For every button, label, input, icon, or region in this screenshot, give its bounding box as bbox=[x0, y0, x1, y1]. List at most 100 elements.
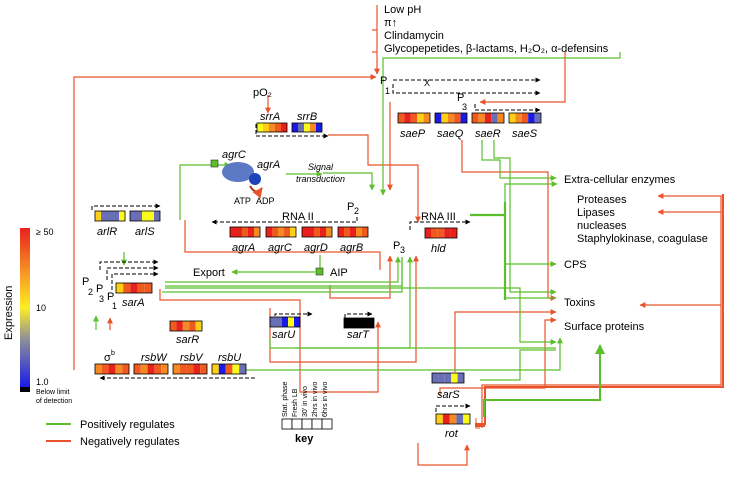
legend-negative-label: Negatively regulates bbox=[80, 436, 180, 448]
heat-cell-hld-3 bbox=[437, 228, 445, 238]
heatmap-srrb bbox=[291, 122, 323, 133]
heat-cell-hld-2 bbox=[431, 228, 438, 238]
srra-label: srrA bbox=[260, 111, 280, 123]
promoter-p2-sar: P bbox=[82, 276, 89, 288]
heat-cell-agrB-5 bbox=[362, 227, 368, 237]
rsbw-label: rsbW bbox=[141, 352, 168, 364]
promoter-p1-sar-sub: 1 bbox=[112, 301, 117, 311]
heat-cell-saeQ-4 bbox=[454, 113, 461, 123]
promoter-p1-sae-sub: 1 bbox=[385, 86, 390, 96]
agrb-gene-label: agrB bbox=[340, 242, 363, 254]
heat-cell-agrD-1 bbox=[302, 227, 308, 237]
heat-cell-agrD-4 bbox=[320, 227, 326, 237]
heat-cell-saeP-4 bbox=[417, 113, 424, 123]
export-label: Export bbox=[193, 267, 225, 279]
heat-cell-arlS-2 bbox=[136, 211, 142, 221]
sarr-label: sarR bbox=[176, 334, 199, 346]
phosphorylation-arrow bbox=[249, 185, 263, 199]
adp-label: ADP bbox=[256, 196, 275, 206]
heat-cell-rsbV-5 bbox=[200, 364, 207, 374]
heat-cell-sarA-4 bbox=[137, 283, 145, 293]
heat-cell-sarR-4 bbox=[189, 321, 196, 331]
heat-cell-agrB-4 bbox=[356, 227, 362, 237]
heat-cell-sarA-3 bbox=[130, 283, 138, 293]
heat-cell-agrB-3 bbox=[350, 227, 356, 237]
agrc-gene-label: agrC bbox=[268, 242, 292, 254]
heatmap-arlr bbox=[94, 210, 126, 222]
key-col-2: Fresh LB bbox=[292, 388, 299, 417]
key-col-4: 2hrs in vivo bbox=[312, 381, 319, 417]
heatmap-sigb bbox=[94, 363, 130, 375]
heat-cell-arlS-3 bbox=[142, 211, 148, 221]
heat-cell-rot-5 bbox=[463, 414, 470, 424]
heat-cell-rot-1 bbox=[436, 414, 443, 424]
heat-cell-arlS-4 bbox=[148, 211, 154, 221]
heat-cell-sigb-4 bbox=[115, 364, 123, 374]
key-box-4 bbox=[311, 418, 323, 430]
heatmap-agrd bbox=[301, 226, 333, 238]
heat-cell-srrA-2 bbox=[263, 123, 269, 132]
heatmap-saep bbox=[397, 112, 431, 124]
heat-cell-rsbV-2 bbox=[179, 364, 187, 374]
heatmap-saeq bbox=[434, 112, 468, 124]
key-col-5: 6hrs in vivo bbox=[322, 381, 329, 417]
scale-below-line2: of detection bbox=[36, 398, 72, 405]
heat-border-saeS bbox=[508, 112, 542, 124]
scale-mid-label: 10 bbox=[36, 303, 46, 313]
output-cps: CPS bbox=[564, 259, 587, 271]
heat-cell-rsbU-1 bbox=[212, 364, 219, 374]
atp-label: ATP bbox=[234, 196, 251, 206]
promoter-p2-agr: P bbox=[347, 201, 354, 213]
heat-cell-agrD-2 bbox=[308, 227, 314, 237]
heat-cell-rsbW-5 bbox=[161, 364, 168, 374]
promoter-p3-sar-sub: 3 bbox=[99, 294, 104, 304]
heat-border-arlS bbox=[129, 210, 161, 222]
output-surface-proteins: Surface proteins bbox=[564, 321, 645, 333]
saru-label: sarU bbox=[272, 329, 295, 341]
heat-cell-srrB-2 bbox=[298, 123, 304, 132]
heat-cell-agrD-5 bbox=[326, 227, 332, 237]
heat-cell-sarU-4 bbox=[288, 317, 294, 327]
heat-cell-rot-2 bbox=[442, 414, 450, 424]
promoter-p3-sae: P bbox=[457, 92, 464, 104]
heatmap-arls bbox=[129, 210, 161, 222]
heat-border-sigb bbox=[94, 363, 130, 375]
arlr-label: arlR bbox=[97, 226, 117, 238]
heat-cell-agrA-1 bbox=[230, 227, 236, 237]
heat-cell-sarA-5 bbox=[144, 283, 152, 293]
heat-cell-sarU-5 bbox=[294, 317, 300, 327]
rna2-label: RNA II bbox=[282, 211, 314, 223]
scale-below-line1: Below limit bbox=[36, 389, 70, 396]
heat-cell-sarT-3 bbox=[356, 318, 362, 328]
heat-cell-srrB-5 bbox=[316, 123, 322, 132]
arls-label: arlS bbox=[135, 226, 155, 238]
heat-cell-sigb-5 bbox=[122, 364, 129, 374]
heat-border-agrA bbox=[229, 226, 261, 238]
heat-cell-arlR-3 bbox=[107, 211, 113, 221]
heat-cell-saeR-2 bbox=[478, 113, 485, 123]
heat-cell-srrA-3 bbox=[269, 123, 275, 132]
heat-cell-rsbU-4 bbox=[232, 364, 240, 374]
heatmap-rot bbox=[435, 413, 471, 425]
expression-scale-bar bbox=[20, 228, 30, 387]
heat-cell-saeS-2 bbox=[515, 113, 522, 123]
heat-cell-hld-4 bbox=[444, 228, 451, 238]
heatmap-agra bbox=[229, 226, 261, 238]
heat-cell-agrC-2 bbox=[272, 227, 278, 237]
heat-cell-rsbW-2 bbox=[140, 364, 148, 374]
heat-cell-hld-5 bbox=[450, 228, 457, 238]
heatmap-rsbw bbox=[133, 363, 169, 375]
heat-cell-rot-4 bbox=[456, 414, 464, 424]
heat-cell-arlR-5 bbox=[119, 211, 125, 221]
heat-cell-saeR-1 bbox=[472, 113, 479, 123]
heat-border-arlR bbox=[94, 210, 126, 222]
heat-cell-arlR-4 bbox=[113, 211, 119, 221]
transduction-label: transduction bbox=[296, 174, 345, 184]
key-box-5 bbox=[321, 418, 333, 430]
heat-border-sarT bbox=[343, 317, 375, 329]
key-boxes bbox=[281, 418, 333, 430]
heatmap-rsbv bbox=[172, 363, 208, 375]
heat-cell-sarT-1 bbox=[344, 318, 350, 328]
promoter-p1-sar: P bbox=[107, 291, 114, 303]
